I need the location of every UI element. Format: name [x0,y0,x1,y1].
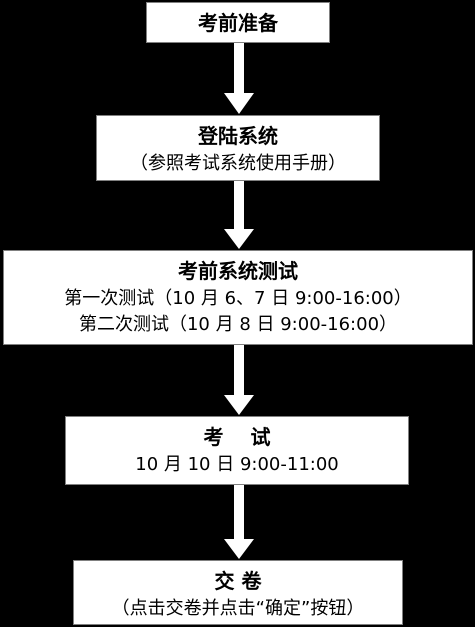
step-title-preparation: 考前准备 [198,11,278,35]
arrow-1 [224,43,254,114]
step-note-second-test: 第二次测试（10 月 8 日 9:00-16:00） [78,314,398,335]
step-note-login: （参照考试系统使用手册） [130,153,346,174]
arrow-4 [224,485,254,559]
step-note-first-test: 第一次测试（10 月 6、7 日 9:00-16:00） [64,288,412,309]
step-note-exam-time: 10 月 10 日 9:00-11:00 [135,454,339,475]
step-box-login: 登陆系统 （参照考试系统使用手册） [96,115,380,181]
step-box-submit: 交 卷 （点击交卷并点击“确定”按钮） [73,560,403,625]
step-box-system-test: 考前系统测试 第一次测试（10 月 6、7 日 9:00-16:00） 第二次测… [3,250,473,345]
arrow-2 [224,181,254,249]
step-title-exam: 考 试 [203,425,271,449]
step-box-preparation: 考前准备 [146,2,330,43]
step-title-login: 登陆系统 [198,124,278,148]
arrow-3 [224,345,254,415]
step-note-submit: （点击交卷并点击“确定”按钮） [111,598,365,619]
step-title-submit: 交 卷 [214,569,262,593]
step-box-exam: 考 试 10 月 10 日 9:00-11:00 [65,416,409,485]
step-title-system-test: 考前系统测试 [178,259,298,283]
